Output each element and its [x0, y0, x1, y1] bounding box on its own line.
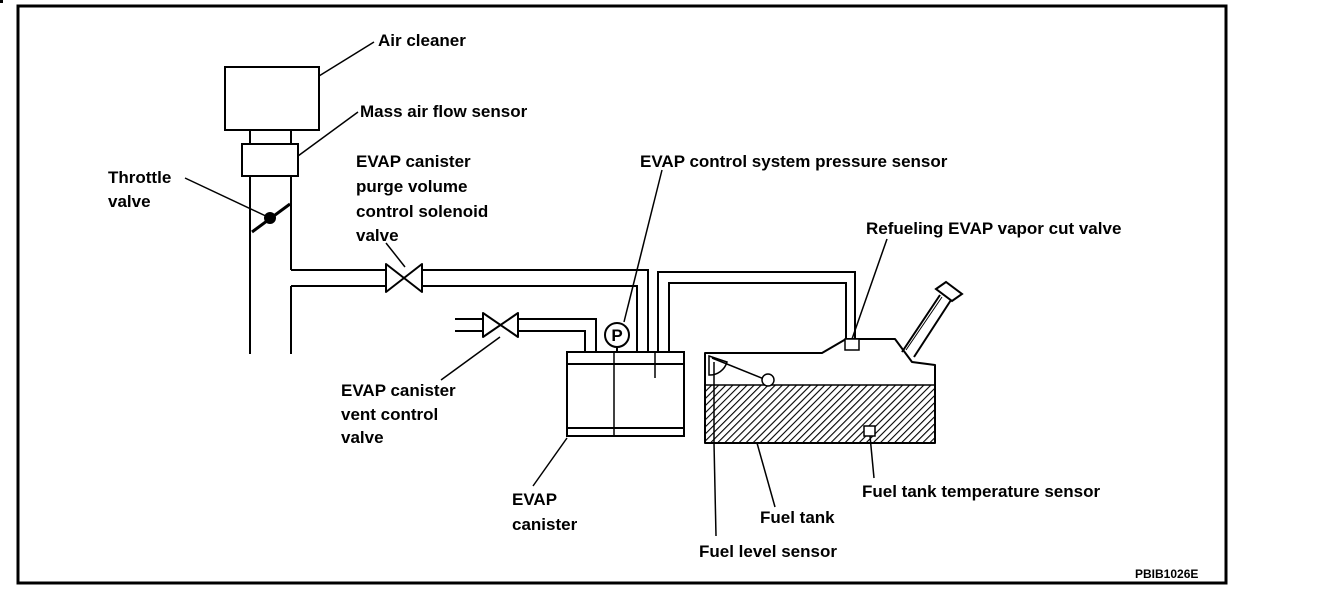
purge-valve-label-line-4: valve: [356, 226, 399, 245]
fuel-level-float-arm: [711, 357, 765, 380]
fuel-level-float: [761, 373, 775, 387]
purge-solenoid-valve: [385, 263, 423, 293]
pressure-sensor-label: EVAP control system pressure sensor: [640, 152, 948, 171]
fuel-level-sensor-label: Fuel level sensor: [699, 542, 837, 561]
fuel-liquid: [706, 385, 934, 442]
air-cleaner-label: Air cleaner: [378, 31, 466, 50]
fuel-tank-temperature-sensor-label: Fuel tank temperature sensor: [862, 482, 1100, 501]
vent-control-valve: [482, 312, 519, 338]
filler-neck-inner: [913, 299, 952, 358]
throttle-valve-label-line-2: valve: [108, 192, 151, 211]
pressure-sensor: [604, 322, 630, 348]
refueling-cut-valve-label: Refueling EVAP vapor cut valve: [866, 219, 1121, 238]
air-cleaner-box: [224, 66, 320, 131]
canister-label-line-1: EVAP: [512, 490, 557, 509]
vent-valve-label-line-1: EVAP canister: [341, 381, 456, 400]
vent-valve-label-line-2: vent control: [341, 405, 438, 424]
throttle-valve-label-line-1: Throttle: [108, 168, 171, 187]
pressure-sensor-symbol: P: [611, 326, 622, 345]
fuel-tank-label: Fuel tank: [760, 508, 835, 527]
mass-air-flow-sensor-label: Mass air flow sensor: [360, 102, 528, 121]
filler-cap: [934, 280, 964, 303]
filler-neck-outer: [901, 294, 941, 353]
vapor-line-outer: [657, 271, 856, 352]
mass-air-flow-sensor-box: [241, 143, 299, 177]
corner-mark: [0, 0, 3, 3]
vent-valve-label-line-3: valve: [341, 428, 384, 447]
refueling-cut-valve: [844, 338, 860, 351]
vapor-line-inner: [668, 282, 847, 352]
canister-label-line-2: canister: [512, 515, 578, 534]
fuel-tank-temperature-sensor: [863, 425, 876, 437]
diagram-frame: [16, 4, 1228, 585]
purge-valve-label-line-2: purge volume: [356, 177, 467, 196]
purge-valve-label-line-3: control solenoid: [356, 202, 488, 221]
figure-code: PBIB1026E: [1135, 567, 1198, 581]
evap-canister-body: [566, 351, 685, 437]
purge-valve-label-line-1: EVAP canister: [356, 152, 471, 171]
